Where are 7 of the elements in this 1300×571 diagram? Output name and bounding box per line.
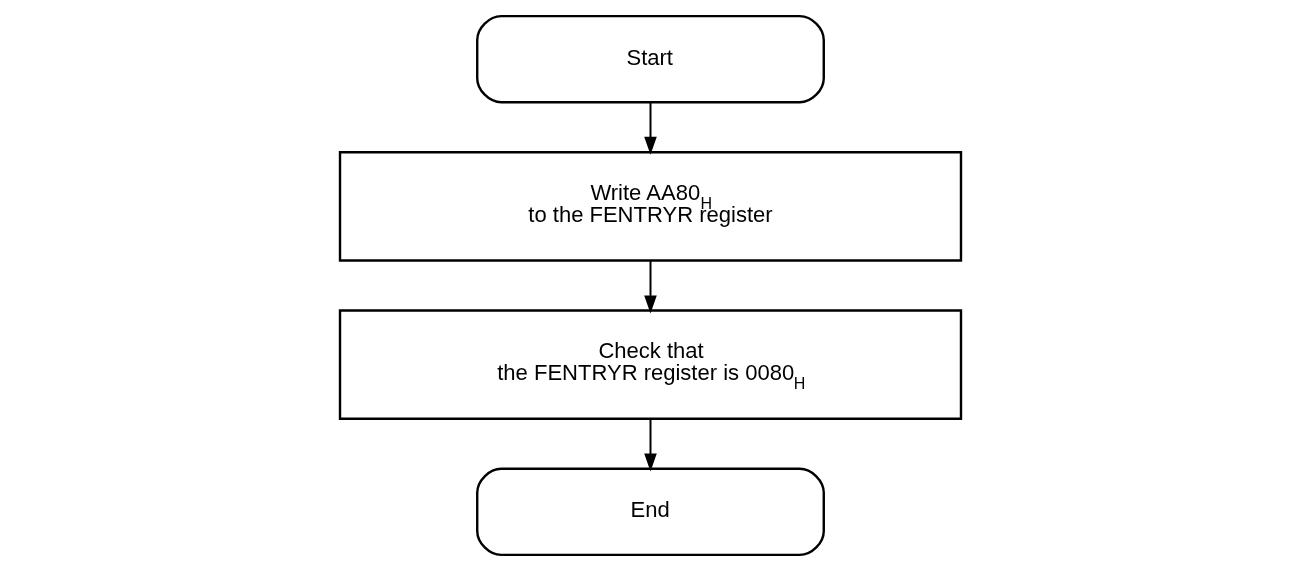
arrow <box>643 101 657 155</box>
arrow <box>643 259 657 314</box>
arrow <box>643 418 657 472</box>
node-box: Check that the FENTRYR register is 0080$_{H}$ <box>338 309 962 420</box>
node-box: Write AA80$_{H}$ to the FENTRYR register <box>338 151 962 262</box>
node-box: End <box>475 467 825 557</box>
node-box: Start <box>475 14 825 104</box>
